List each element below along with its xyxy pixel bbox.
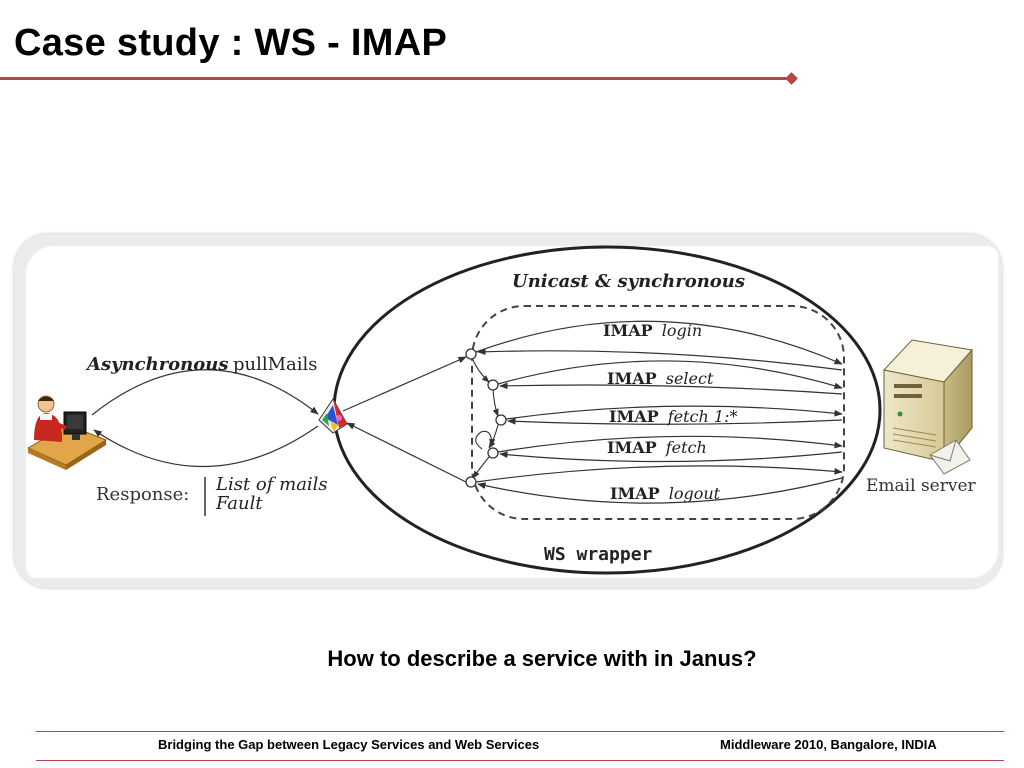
wrapper-to-start-arrow — [342, 356, 467, 412]
user-at-computer-icon — [26, 395, 108, 470]
imap-login-label: IMAP login — [603, 321, 702, 340]
imap-logout-label: IMAP logout — [610, 484, 721, 503]
fetch-all-request — [505, 405, 843, 420]
state-node-end — [465, 476, 477, 488]
footer-conference: Middleware 2010, Bangalore, INDIA — [720, 737, 937, 752]
fetch-request — [497, 435, 843, 453]
email-server-icon — [883, 339, 973, 475]
chain-loop — [475, 430, 496, 450]
fetch-all-response — [507, 417, 843, 425]
imap-fetch-all-label: IMAP fetch 1:* — [609, 407, 737, 426]
unicast-label: Unicast & synchronous — [512, 271, 745, 292]
async-response-arrow — [93, 425, 319, 468]
imap-command-select: select — [666, 369, 714, 388]
imap-command-fetch: fetch — [665, 438, 707, 457]
select-response — [499, 382, 843, 395]
chain-2 — [492, 388, 499, 417]
imap-keyword: IMAP — [607, 438, 657, 457]
server-label: Email server — [866, 476, 977, 496]
logout-response — [477, 477, 843, 504]
login-request — [475, 320, 843, 365]
state-node-start — [465, 348, 477, 360]
footer-presentation-title: Bridging the Gap between Legacy Services… — [158, 737, 540, 752]
footer-rule-bottom — [36, 760, 1004, 761]
slide-title: Case study : WS - IMAP — [14, 22, 448, 64]
unicast-region — [471, 305, 845, 520]
title-underline — [0, 77, 792, 80]
fetch-response — [499, 451, 843, 463]
imap-command-login: login — [662, 321, 702, 340]
state-node-fetch — [487, 447, 499, 459]
imap-command-fetch-all: fetch 1:* — [667, 407, 738, 426]
chain-4 — [472, 456, 490, 479]
chain-1 — [471, 357, 490, 383]
slide-question: How to describe a service with in Janus? — [327, 646, 757, 671]
imap-keyword: IMAP — [610, 484, 660, 503]
footer-rule-top — [36, 731, 1004, 732]
select-request — [497, 360, 843, 390]
imap-keyword: IMAP — [609, 407, 659, 426]
end-to-wrapper-arrow — [346, 422, 467, 483]
logout-request — [475, 465, 843, 483]
imap-keyword: IMAP — [607, 369, 657, 388]
state-node-fetch-all — [495, 414, 507, 426]
imap-keyword: IMAP — [603, 321, 653, 340]
response-label: Response: — [96, 484, 189, 505]
async-label-bold: Asynchronous — [85, 354, 229, 375]
login-response — [477, 348, 843, 371]
imap-select-label: IMAP select — [607, 369, 714, 388]
async-label-rest: pullMails — [233, 354, 318, 375]
wrapper-label: WS wrapper — [544, 544, 653, 565]
response-option-list: List of mails — [215, 474, 328, 495]
state-node-select — [487, 379, 499, 391]
ws-wrapper-icon — [318, 398, 348, 434]
response-option-fault: Fault — [215, 493, 263, 514]
imap-command-logout: logout — [669, 484, 721, 503]
async-request-arrow — [91, 369, 319, 416]
imap-fetch-label: IMAP fetch — [607, 438, 707, 457]
